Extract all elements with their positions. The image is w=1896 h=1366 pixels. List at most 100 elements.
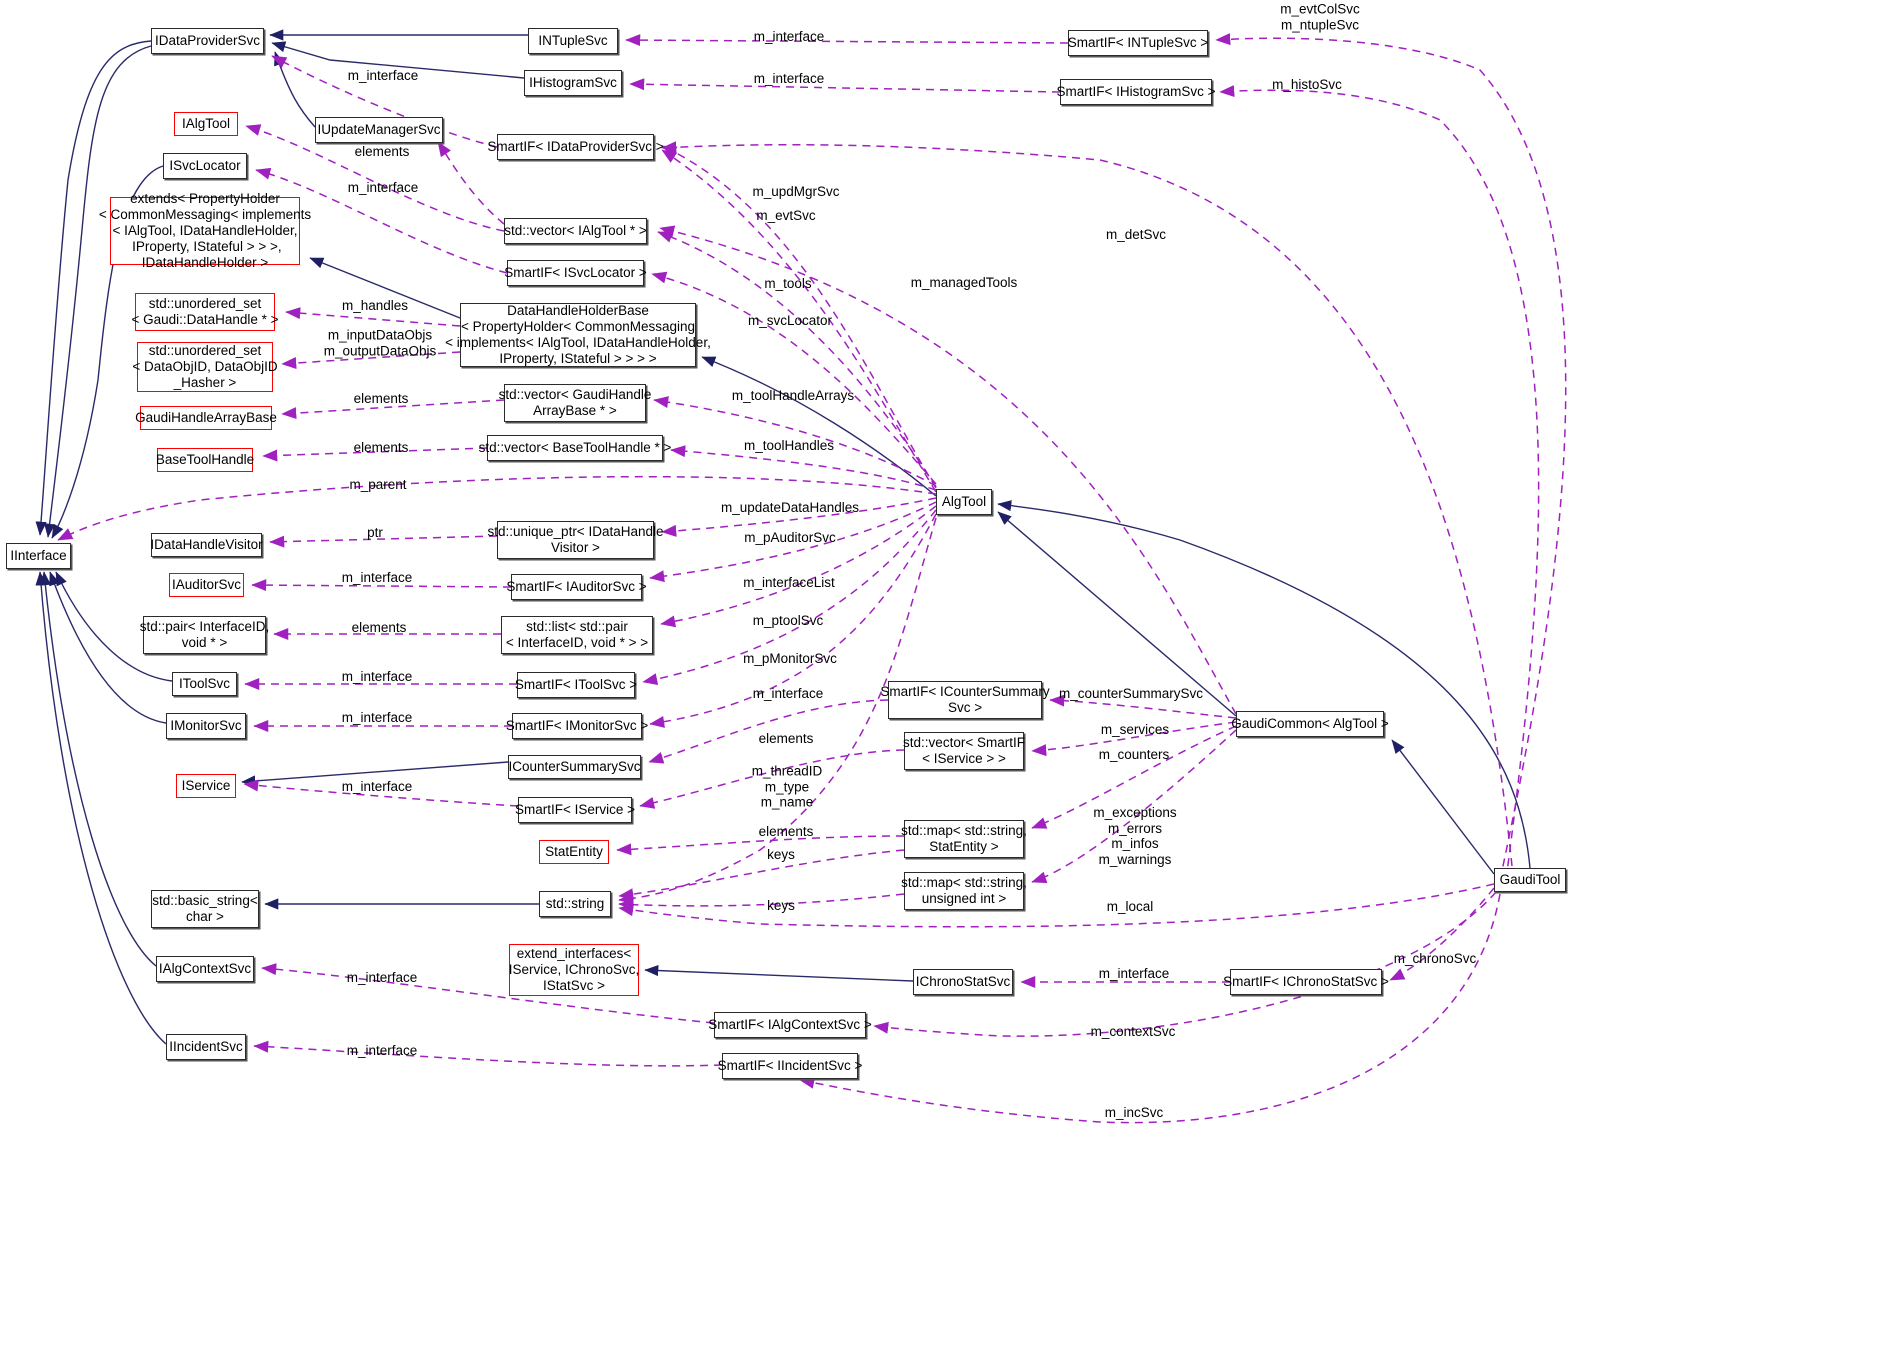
class-node-label: std::vector< BaseToolHandle * > — [478, 440, 672, 456]
class-node-pair_InterfaceID_void[interactable]: std::pair< InterfaceID, void * > — [139, 616, 270, 654]
class-node-label: IHistogramSvc — [529, 75, 617, 91]
class-node-map_string_StatEntity[interactable]: std::map< std::string, StatEntity > — [901, 820, 1027, 858]
class-node-label: std::list< std::pair < InterfaceID, void… — [505, 619, 649, 650]
edge-label-l_m_interface_aud: m_interface — [341, 570, 413, 586]
class-node-IService[interactable]: IService — [176, 774, 236, 798]
edge-label-l_m_evtColSvc: m_evtColSvc m_ntupleSvc — [1280, 1, 1360, 32]
edge-label-l_m_tools: m_tools — [764, 276, 812, 292]
class-node-label: extend_interfaces< IService, IChronoSvc,… — [508, 946, 640, 993]
class-node-IIncidentSvc[interactable]: IIncidentSvc — [166, 1034, 246, 1060]
edge-label-l_m_exceptions: m_exceptions m_errors m_infos m_warnings — [1093, 804, 1177, 867]
edge-label-l_m_updMgrSvc: m_updMgrSvc — [752, 184, 840, 200]
class-node-label: IAlgTool — [181, 116, 231, 132]
class-node-DataHandleHolderBase[interactable]: DataHandleHolderBase < PropertyHolder< C… — [445, 303, 711, 367]
class-node-label: IIncidentSvc — [169, 1039, 243, 1055]
class-node-SmartIF_INTupleSvc[interactable]: SmartIF< INTupleSvc > — [1068, 30, 1208, 56]
class-node-SmartIF_IMonitorSvc[interactable]: SmartIF< IMonitorSvc > — [506, 713, 648, 739]
edge-label-l_m_histoSvc: m_histoSvc — [1272, 77, 1342, 93]
class-node-SmartIF_IAlgContextSvc[interactable]: SmartIF< IAlgContextSvc > — [708, 1012, 872, 1038]
class-node-label: ISvcLocator — [169, 158, 241, 174]
class-node-label: SmartIF< IMonitorSvc > — [505, 718, 649, 734]
edge-label-l_m_toolHandles: m_toolHandles — [743, 438, 835, 454]
class-node-label: AlgTool — [941, 494, 987, 510]
class-node-IDataHandleVisitor[interactable]: IDataHandleVisitor — [150, 533, 263, 557]
edge-label-l_ptr: ptr — [367, 525, 383, 541]
class-node-label: IInterface — [10, 548, 67, 564]
class-node-label: std::unique_ptr< IDataHandle Visitor > — [487, 524, 664, 555]
edge-label-l_m_interface_ctx: m_interface — [346, 970, 418, 986]
class-node-extendsPropertyHolder[interactable]: extends< PropertyHolder < CommonMessagin… — [99, 191, 311, 270]
edge-label-l_m_interface_svc: m_interface — [341, 779, 413, 795]
class-node-label: GaudiCommon< AlgTool > — [1231, 716, 1389, 732]
class-node-GaudiHandleArrayBase[interactable]: GaudiHandleArrayBase — [135, 406, 277, 430]
class-node-IAlgContextSvc[interactable]: IAlgContextSvc — [156, 956, 254, 982]
class-node-extend_interfaces[interactable]: extend_interfaces< IService, IChronoSvc,… — [509, 944, 639, 996]
edge-label-l_m_interface_histo: m_interface — [753, 71, 825, 87]
class-node-IMonitorSvc[interactable]: IMonitorSvc — [166, 713, 246, 739]
class-node-SmartIF_IIncidentSvc[interactable]: SmartIF< IIncidentSvc > — [718, 1053, 862, 1079]
class-node-list_pair_InterfaceID[interactable]: std::list< std::pair < InterfaceID, void… — [501, 616, 653, 654]
class-node-vector_IAlgTool[interactable]: std::vector< IAlgTool * > — [504, 218, 647, 244]
class-node-label: IDataProviderSvc — [154, 33, 261, 49]
class-node-IUpdateManagerSvc[interactable]: IUpdateManagerSvc — [315, 117, 443, 143]
class-node-vector_SmartIF_IService[interactable]: std::vector< SmartIF < IService > > — [903, 732, 1025, 770]
class-node-IToolSvc[interactable]: IToolSvc — [172, 672, 237, 696]
class-node-label: std::map< std::string, StatEntity > — [901, 823, 1027, 854]
edge-label-l_keys_stat: keys — [767, 847, 795, 863]
class-node-SmartIF_IHistogramSvc[interactable]: SmartIF< IHistogramSvc > — [1056, 79, 1216, 105]
edge-label-l_elements_stat: elements — [758, 824, 814, 840]
class-node-IInterface[interactable]: IInterface — [6, 543, 71, 569]
edge-label-l_m_counterSummarySvc: m_counterSummarySvc — [1058, 686, 1204, 702]
class-node-unordered_set_DataObjID[interactable]: std::unordered_set < DataObjID, DataObjI… — [132, 342, 278, 392]
class-node-std_string[interactable]: std::string — [539, 891, 611, 917]
class-node-SmartIF_IDataProviderSvc[interactable]: SmartIF< IDataProviderSvc > — [487, 134, 664, 160]
class-node-label: BaseToolHandle — [155, 452, 255, 468]
edge-label-l_m_toolHandleArrays: m_toolHandleArrays — [731, 388, 855, 404]
edge-label-l_elements_pair: elements — [351, 620, 407, 636]
class-node-label: SmartIF< IAlgContextSvc > — [708, 1017, 872, 1033]
class-node-label: std::unordered_set < DataObjID, DataObjI… — [132, 343, 278, 390]
edge-label-l_m_ptoolSvc: m_ptoolSvc — [752, 613, 824, 629]
class-node-GaudiTool[interactable]: GaudiTool — [1494, 868, 1566, 892]
class-node-SmartIF_IAuditorSvc[interactable]: SmartIF< IAuditorSvc > — [506, 574, 647, 600]
class-node-label: GaudiHandleArrayBase — [135, 410, 277, 426]
class-node-AlgTool[interactable]: AlgTool — [936, 489, 992, 515]
class-node-IDataProviderSvc[interactable]: IDataProviderSvc — [151, 28, 264, 54]
class-node-SmartIF_IService[interactable]: SmartIF< IService > — [515, 797, 635, 823]
class-node-BaseToolHandle[interactable]: BaseToolHandle — [155, 448, 255, 472]
class-node-SmartIF_IToolSvc[interactable]: SmartIF< IToolSvc > — [515, 672, 637, 698]
edge-label-l_m_parent: m_parent — [349, 477, 407, 493]
class-node-GaudiCommon_AlgTool[interactable]: GaudiCommon< AlgTool > — [1231, 711, 1389, 737]
class-node-StatEntity[interactable]: StatEntity — [539, 840, 609, 864]
class-node-IAlgTool[interactable]: IAlgTool — [174, 112, 238, 136]
class-node-SmartIF_IChronoStatSvc[interactable]: SmartIF< IChronoStatSvc > — [1223, 969, 1389, 995]
class-node-SmartIF_ICounterSummarySvc[interactable]: SmartIF< ICounterSummary Svc > — [880, 681, 1050, 719]
class-node-IHistogramSvc[interactable]: IHistogramSvc — [524, 70, 622, 96]
class-node-unordered_set_DataHandle[interactable]: std::unordered_set < Gaudi::DataHandle *… — [131, 293, 279, 331]
class-node-label: StatEntity — [545, 844, 603, 860]
edge-label-l_keys_uint: keys — [767, 898, 795, 914]
edge-label-l_m_detSvc: m_detSvc — [1105, 227, 1167, 243]
class-node-ISvcLocator[interactable]: ISvcLocator — [163, 153, 247, 179]
edge-label-l_m_interfaceList: m_interfaceList — [743, 575, 835, 591]
class-node-basic_string_char[interactable]: std::basic_string< char > — [151, 890, 259, 928]
edge-label-l_m_interface_inc: m_interface — [346, 1043, 418, 1059]
class-node-SmartIF_ISvcLocator[interactable]: SmartIF< ISvcLocator > — [504, 260, 647, 286]
edge-label-l_elements_upd: elements — [354, 144, 410, 160]
edge-label-l_m_handles: m_handles — [341, 298, 409, 314]
class-node-vector_GaudiHandleArrayBase[interactable]: std::vector< GaudiHandle ArrayBase * > — [499, 384, 651, 422]
class-node-map_string_uint[interactable]: std::map< std::string, unsigned int > — [901, 872, 1027, 910]
class-node-vector_BaseToolHandle[interactable]: std::vector< BaseToolHandle * > — [479, 435, 671, 461]
class-node-label: std::pair< InterfaceID, void * > — [139, 619, 270, 650]
class-node-label: IUpdateManagerSvc — [317, 122, 441, 138]
edge-label-l_m_managedTools: m_managedTools — [910, 275, 1018, 291]
class-node-IChronoStatSvc[interactable]: IChronoStatSvc — [913, 969, 1013, 995]
class-node-INTupleSvc[interactable]: INTupleSvc — [528, 28, 618, 54]
class-node-ICounterSummarySvc[interactable]: ICounterSummarySvc — [508, 755, 641, 779]
class-node-IAuditorSvc[interactable]: IAuditorSvc — [169, 573, 244, 597]
class-node-label: SmartIF< IChronoStatSvc > — [1223, 974, 1389, 990]
class-node-label: std::string — [545, 896, 605, 912]
class-node-unique_ptr_IDataHandleVisitor[interactable]: std::unique_ptr< IDataHandle Visitor > — [488, 521, 664, 559]
